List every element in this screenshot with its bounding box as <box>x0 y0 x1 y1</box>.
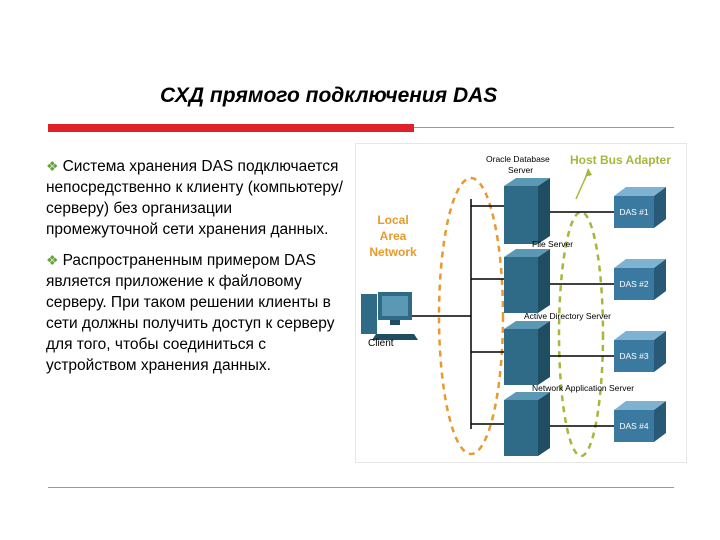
lan-ellipse <box>437 176 505 456</box>
bullet-item: ❖Распространенным примером DAS является … <box>46 250 346 376</box>
server-name-label: Server <box>508 165 533 175</box>
bullet-diamond-icon: ❖ <box>46 158 59 174</box>
bullet-item: ❖Система хранения DAS подключается непос… <box>46 156 346 240</box>
server-icon <box>504 392 550 456</box>
server-icon <box>504 249 550 313</box>
das-box <box>614 401 666 442</box>
hba-label: Host Bus Adapter <box>570 153 671 167</box>
lan-label-line: Area <box>380 229 407 243</box>
bullet-list: ❖Система хранения DAS подключается непос… <box>46 156 346 386</box>
das-box <box>614 259 666 300</box>
das-diagram: Local Area Network Host Bus Adapter Clie… <box>355 143 687 463</box>
title-accent-bar <box>48 124 414 132</box>
server-name-label: Active Directory Server <box>524 311 611 321</box>
bullet-text: Система хранения DAS подключается непоср… <box>46 158 343 238</box>
slide-title: СХД прямого подключения DAS <box>160 84 498 107</box>
server-name-label: Network Application Server <box>532 383 634 393</box>
hba-ellipse <box>557 210 605 458</box>
lan-label-line: Local <box>377 213 408 227</box>
footer-divider <box>48 487 674 488</box>
das-label: DAS #2 <box>619 279 649 289</box>
title-divider <box>414 127 674 128</box>
bullet-diamond-icon: ❖ <box>46 252 59 268</box>
server-name-label: File Server <box>532 239 573 249</box>
client-computer-icon <box>361 292 418 340</box>
bullet-text: Распространенным примером DAS является п… <box>46 252 335 374</box>
das-box <box>614 187 666 228</box>
das-label: DAS #3 <box>619 351 649 361</box>
server-name-label: Oracle Database <box>486 154 550 164</box>
server-icon <box>504 178 550 244</box>
das-label: DAS #4 <box>619 421 649 431</box>
hba-arrowhead <box>585 168 592 177</box>
client-label: Client <box>368 338 394 349</box>
das-box <box>614 331 666 372</box>
server-icon <box>504 321 550 385</box>
das-label: DAS #1 <box>619 207 649 217</box>
das-diagram-svg: Local Area Network Host Bus Adapter Clie… <box>361 153 671 458</box>
lan-label-line: Network <box>369 245 417 259</box>
